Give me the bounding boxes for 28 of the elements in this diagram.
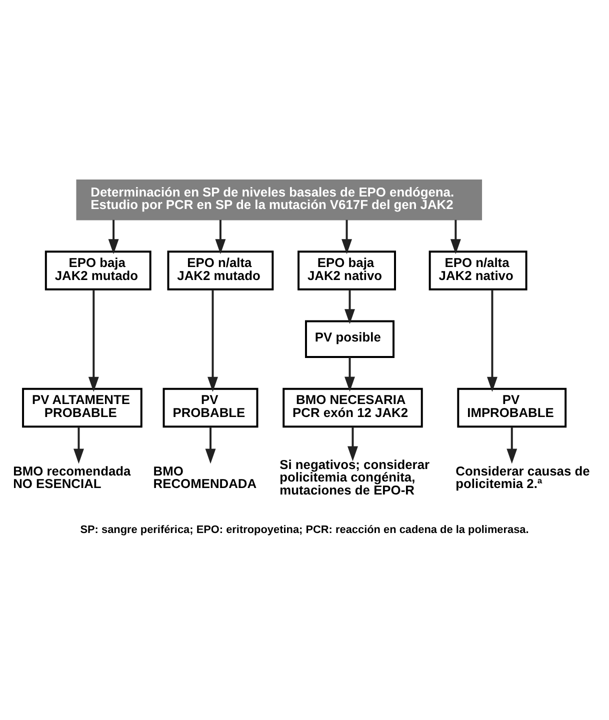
arrow (215, 220, 226, 254)
node-box: EPO n/alta JAK2 mutado (167, 250, 274, 290)
node-text: BMO recomendada NO ESENCIAL (13, 463, 131, 492)
node-text: Considerar causas de policitemia 2.ª (456, 463, 590, 492)
node-box: BMO NECESARIA PCR exón 12 JAK2 (282, 388, 423, 428)
arrow (344, 357, 355, 392)
arrow (487, 290, 498, 392)
arrow (208, 290, 218, 392)
node-box: PV posible (305, 320, 394, 358)
caption: SP: sangre periférica; EPO: eritropoyetina; PCR: reacción en cadena de la polimerasa. (80, 524, 529, 536)
arrow (450, 220, 461, 254)
node-box: PV PROBABLE (162, 388, 258, 428)
node-text: Si negativos; considerar policitemia congénita, mutaciones de EPO-R (280, 456, 430, 498)
node-box: EPO baja JAK2 nativo (298, 250, 396, 290)
node-box: PV ALTAMENTE PROBABLE (22, 388, 142, 428)
node-text: BMO RECOMENDADA (153, 463, 257, 492)
node-box: EPO n/alta JAK2 nativo (428, 250, 528, 290)
node-box: PV IMPROBABLE (457, 388, 567, 428)
arrow (205, 426, 216, 464)
arrow (506, 426, 518, 464)
arrow (88, 290, 99, 392)
node-box: Determinación en SP de niveles basales de EPO endógena. Estudio por PCR en SP de la mutación V617F del gen JAK2 (76, 179, 482, 220)
arrow (344, 290, 355, 324)
arrow (108, 220, 119, 254)
arrow (348, 426, 358, 462)
arrow (342, 220, 352, 254)
node-box: EPO baja JAK2 mutado (44, 250, 152, 290)
arrow (74, 426, 84, 464)
